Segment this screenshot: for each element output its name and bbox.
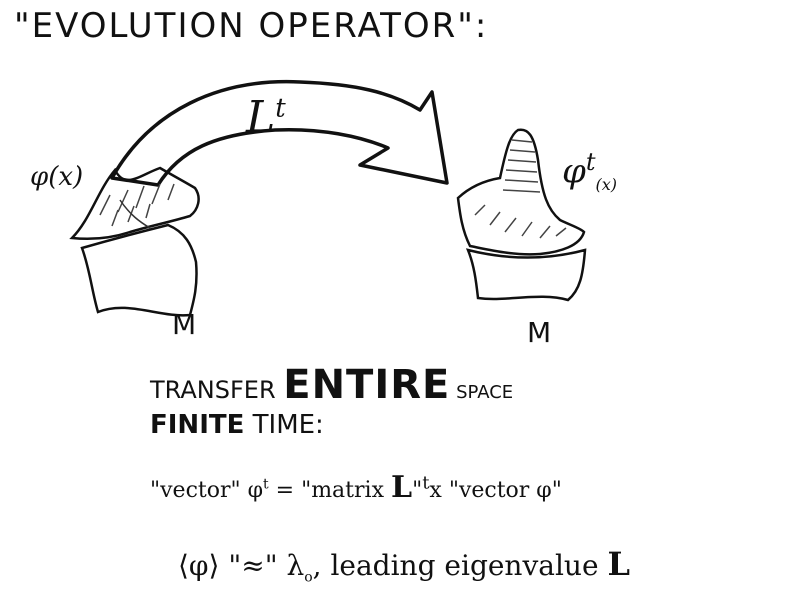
right-function-label: φt(x) xyxy=(562,148,617,194)
left-function-surface xyxy=(72,168,199,239)
left-function-label: φ(x) xyxy=(30,162,83,192)
right-manifold-label: M xyxy=(527,316,551,349)
operator-label: Lt xyxy=(246,92,286,143)
eigenvalue-line: ⟨φ⟩ "≈" λo, leading eigenvalue L xyxy=(178,545,630,586)
finite-time-line: FINITE TIME: xyxy=(150,410,324,440)
vector-matrix-line: "vector" φt = "matrix L"tx "vector φ" xyxy=(150,470,562,505)
left-manifold-label: M xyxy=(172,308,196,341)
right-manifold xyxy=(468,250,585,300)
transfer-line: TRANSFER ENTIRE SPACE xyxy=(150,362,513,408)
